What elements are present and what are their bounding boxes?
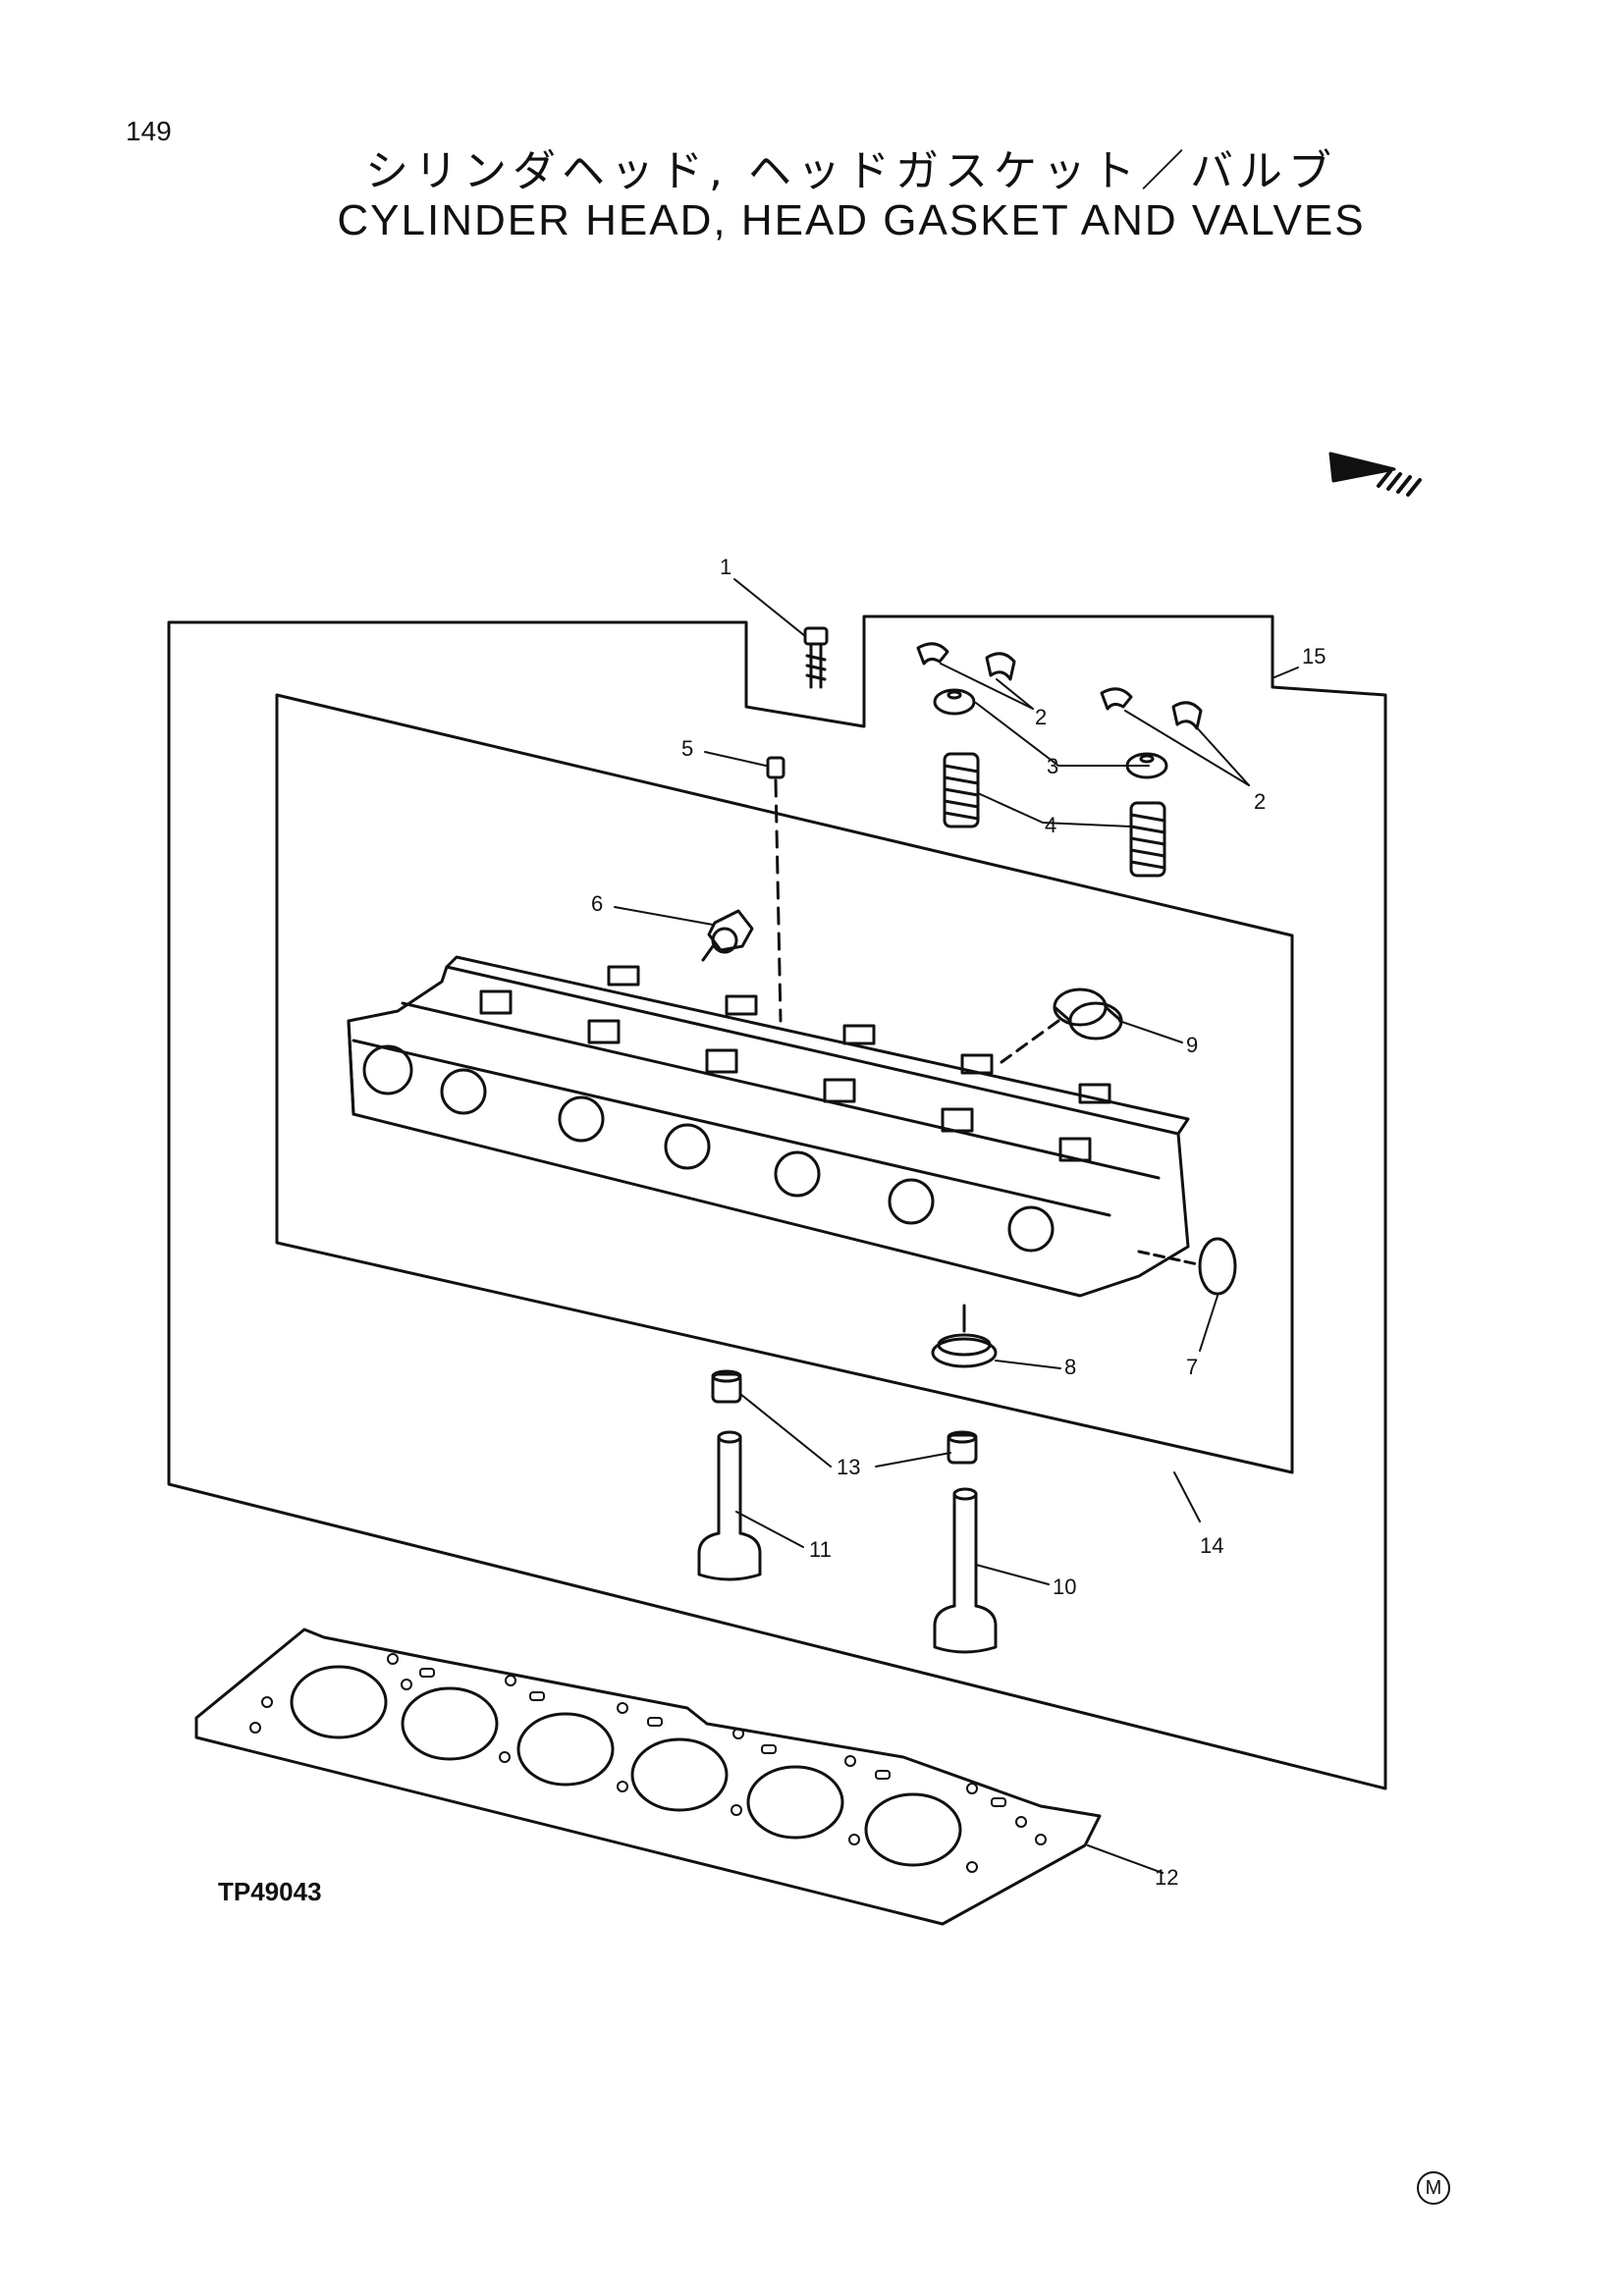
circled-m-mark: M [1417, 2171, 1450, 2205]
outer-kit-frame [167, 614, 1387, 1790]
head-gasket-part-12 [194, 1628, 1102, 1926]
leader-lines [614, 578, 1299, 1874]
callout-3: 3 [1047, 754, 1058, 778]
callout-15: 15 [1302, 644, 1326, 668]
callout-labels: 1 2 2 3 4 5 6 7 8 9 10 11 12 13 14 15 [591, 555, 1326, 1890]
ring-part-8 [931, 1304, 998, 1368]
bolt-part-1 [803, 626, 829, 689]
callout-2b: 2 [1254, 789, 1266, 814]
callout-11: 11 [809, 1537, 832, 1562]
inner-kit-frame [275, 693, 1294, 1474]
callout-6: 6 [591, 891, 603, 916]
callout-5: 5 [681, 736, 693, 761]
plug-part-5 [766, 756, 785, 1023]
callout-4: 4 [1045, 813, 1056, 837]
cylinder-head-body [347, 955, 1190, 1298]
valve-guide-part-10 [933, 1487, 998, 1654]
title-japanese: シリンダヘッド, ヘッドガスケット／バルブ [365, 146, 1337, 196]
callout-1: 1 [720, 555, 731, 579]
title-english: CYLINDER HEAD, HEAD GASKET AND VALVES [337, 196, 1366, 244]
valve-spring-parts-4 [943, 752, 1166, 878]
fitting-part-6 [701, 909, 754, 962]
seal-part-7 [1198, 1237, 1237, 1296]
callout-2a: 2 [1035, 705, 1047, 729]
valve-keeper-parts-2 [916, 642, 1203, 730]
callout-12: 12 [1155, 1865, 1178, 1890]
valve-guide-part-11 [697, 1430, 762, 1581]
callout-7: 7 [1186, 1355, 1198, 1379]
sleeve-part-9 [1000, 988, 1123, 1064]
callout-14: 14 [1200, 1533, 1223, 1558]
callout-9: 9 [1186, 1033, 1198, 1057]
callout-13: 13 [837, 1455, 860, 1479]
callout-10: 10 [1053, 1575, 1076, 1599]
figure-code: TP49043 [218, 1877, 322, 1906]
callout-8: 8 [1064, 1355, 1076, 1379]
valve-stem-seal-parts-13 [711, 1369, 978, 1465]
page-number: 149 [126, 116, 172, 146]
head-gasket-holes [249, 1653, 1047, 1873]
front-direction-arrow-icon [1328, 452, 1422, 497]
